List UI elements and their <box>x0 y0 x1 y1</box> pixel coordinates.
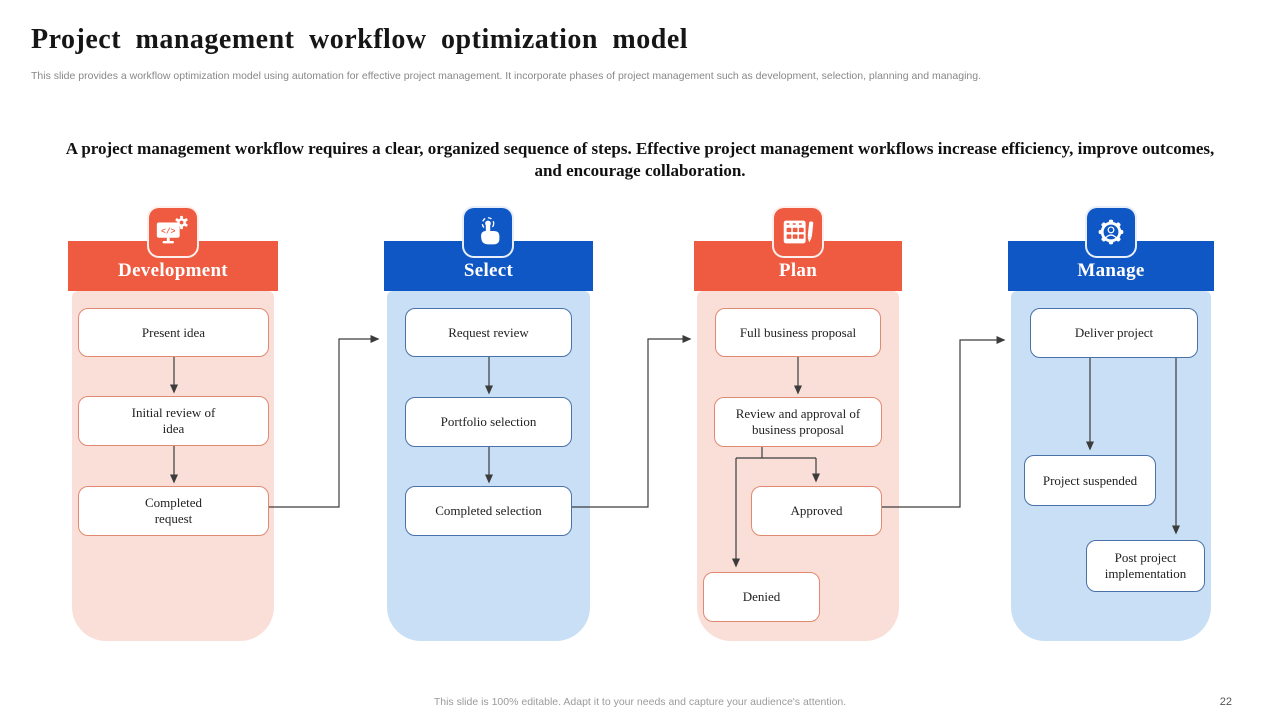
step-label: Present idea <box>141 324 206 340</box>
monitor-code-gear-icon: </> <box>147 206 199 258</box>
step-request-review: Request review <box>405 308 572 357</box>
page-number: 22 <box>1219 696 1232 708</box>
step-label: Approved <box>790 503 843 518</box>
intro-text: A project management workflow requires a… <box>65 139 1215 180</box>
step-review-approval: Review and approval of business proposal <box>714 397 882 447</box>
step-completed-request: Completed request <box>78 486 269 536</box>
step-approved: Approved <box>751 486 882 536</box>
step-label: Post project implementation <box>1104 550 1187 581</box>
step-initial-review: Initial review of idea <box>78 396 269 446</box>
step-label: Project suspended <box>1042 472 1138 488</box>
column-title: Manage <box>1077 260 1145 281</box>
gear-user-icon <box>1085 206 1137 258</box>
step-denied: Denied <box>703 572 820 622</box>
step-label: Initial review of idea <box>131 405 216 436</box>
step-deliver-project: Deliver project <box>1030 308 1198 358</box>
step-completed-selection: Completed selection <box>405 486 572 536</box>
svg-text:</>: </> <box>161 227 176 236</box>
step-label: Denied <box>742 589 781 604</box>
step-label: Full business proposal <box>739 324 857 340</box>
column-title: Plan <box>778 260 818 281</box>
hand-tap-icon <box>462 206 514 258</box>
page-subtitle: This slide provides a workflow optimizat… <box>31 70 982 82</box>
step-label: Portfolio selection <box>440 414 537 429</box>
step-portfolio-selection: Portfolio selection <box>405 397 572 447</box>
step-label: Completed selection <box>435 503 542 518</box>
page-title: Project management workflow optimization… <box>31 24 689 55</box>
column-title: Development <box>118 260 228 281</box>
column-title: Select <box>463 260 514 281</box>
column-header-select: Select <box>384 241 593 291</box>
step-full-business-proposal: Full business proposal <box>715 308 881 357</box>
step-label: Review and approval of business proposal <box>735 406 861 437</box>
step-label: Request review <box>448 324 529 340</box>
step-post-project-implementation: Post project implementation <box>1086 540 1205 592</box>
footer-note: This slide is 100% editable. Adapt it to… <box>433 696 847 708</box>
step-project-suspended: Project suspended <box>1024 455 1156 506</box>
calendar-pen-icon <box>772 206 824 258</box>
step-label: Deliver project <box>1074 325 1154 340</box>
step-present-idea: Present idea <box>78 308 269 357</box>
step-label: Completed request <box>144 495 203 526</box>
